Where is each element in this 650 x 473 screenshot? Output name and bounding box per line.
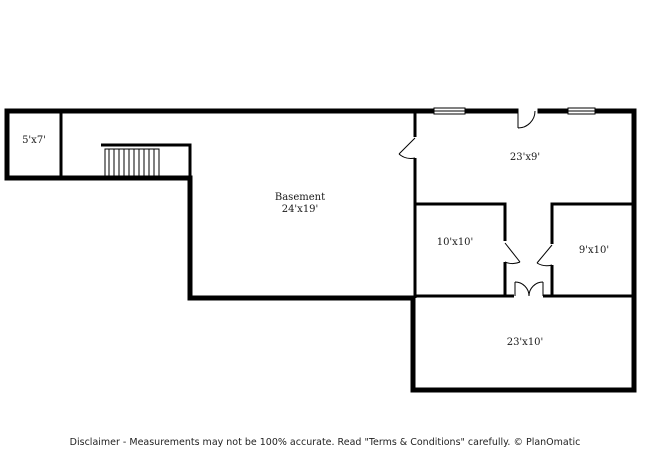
interior-walls — [59, 111, 634, 298]
room-label-top-right: 23'x9' — [510, 152, 540, 163]
door-basement-to-room — [398, 137, 416, 159]
windows — [433, 107, 596, 115]
doors — [398, 110, 553, 297]
room-label-basement: 24'x19' — [282, 204, 319, 215]
room-label-closet: 5'x7' — [22, 135, 46, 146]
room-label-middle-right: 9'x10' — [579, 245, 609, 256]
room-label-bottom: 23'x10' — [507, 337, 544, 348]
door-middle-right — [536, 244, 553, 267]
door-middle-left — [504, 242, 521, 264]
stairs — [104, 148, 160, 177]
door-double-bottom — [514, 281, 544, 297]
room-name-basement: Basement — [275, 192, 325, 203]
exterior-walls — [4, 108, 637, 393]
door-top-exterior — [517, 110, 536, 129]
room-label-middle-left: 10'x10' — [437, 237, 474, 248]
disclaimer-text: Disclaimer - Measurements may not be 100… — [69, 437, 581, 448]
